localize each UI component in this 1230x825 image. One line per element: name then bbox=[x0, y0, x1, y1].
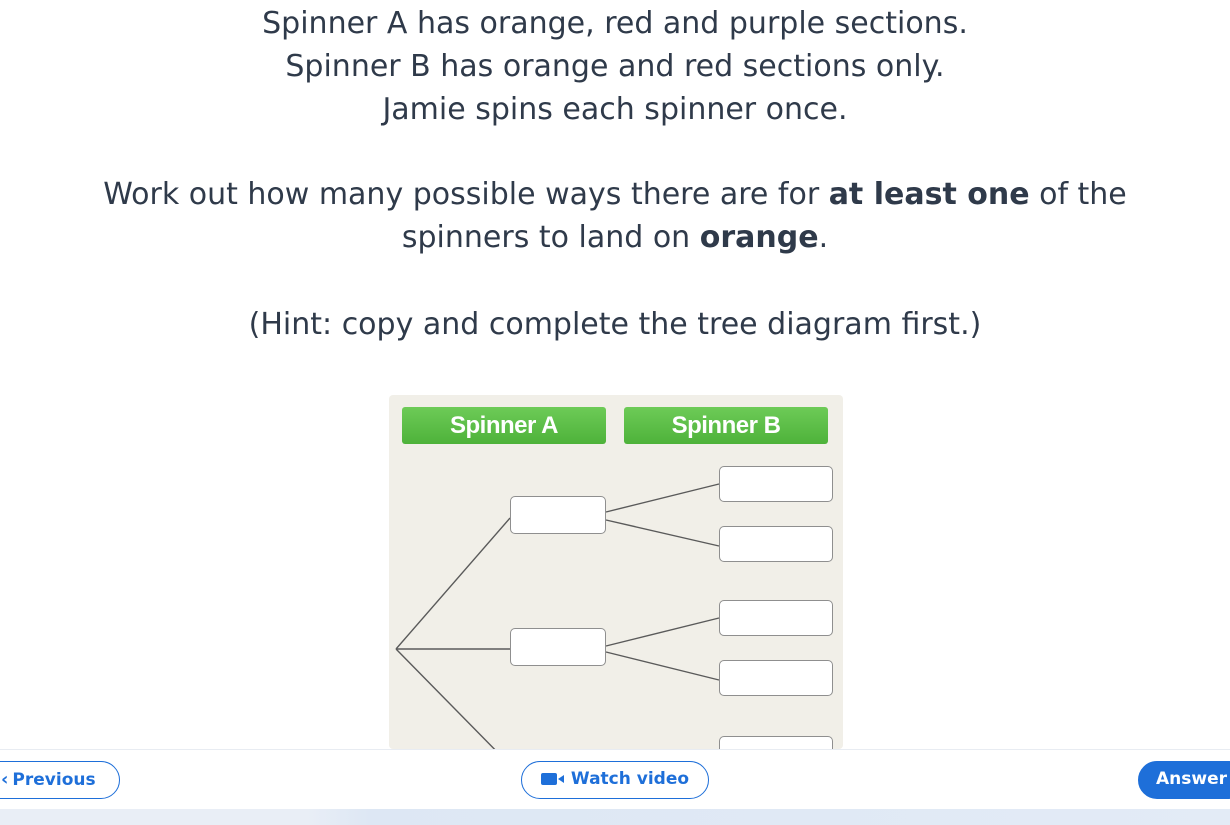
spinner-b-outcome-box bbox=[719, 736, 833, 749]
task-emphasis-at-least-one: at least one bbox=[828, 177, 1030, 212]
spinner-a-outcome-box bbox=[510, 496, 606, 534]
bottom-navigation-bar: ‹Previous Watch video Answer bbox=[0, 749, 1230, 810]
video-camera-icon bbox=[540, 773, 564, 785]
watch-video-label: Watch video bbox=[570, 769, 690, 789]
spinner-b-outcome-box bbox=[719, 466, 833, 502]
spinner-b-outcome-box bbox=[719, 660, 833, 696]
spinner-b-outcome-box bbox=[719, 526, 833, 562]
question-line-spinner-a: Spinner A has orange, red and purple sec… bbox=[262, 6, 968, 41]
previous-label: Previous bbox=[12, 770, 96, 790]
question-hint: (Hint: copy and complete the tree diagra… bbox=[248, 307, 982, 342]
branch-a2-to-b2 bbox=[605, 651, 720, 681]
task-text-1: Work out how many possible ways there ar… bbox=[103, 177, 829, 212]
spinner-b-header: Spinner B bbox=[624, 407, 828, 444]
branch-a1-to-b2 bbox=[605, 519, 720, 547]
task-text-2: of the spinners to land on bbox=[401, 177, 1127, 255]
question-line-spins: Jamie spins each spinner once. bbox=[382, 92, 848, 127]
footer-strip bbox=[0, 809, 1230, 825]
question-line-spinner-b: Spinner B has orange and red sections on… bbox=[285, 49, 945, 84]
question-task: Work out how many possible ways there ar… bbox=[40, 173, 1190, 259]
watch-video-button[interactable]: Watch video bbox=[521, 761, 709, 799]
answer-label: Answer bbox=[1156, 769, 1227, 789]
spinner-a-outcome-box bbox=[510, 628, 606, 666]
branch-a1-to-b1 bbox=[605, 483, 720, 513]
chevron-left-icon: ‹ bbox=[1, 769, 9, 790]
branch-root-to-a3 bbox=[395, 648, 496, 749]
previous-button[interactable]: ‹Previous bbox=[0, 761, 120, 799]
tree-diagram: Spinner A Spinner B bbox=[389, 395, 843, 749]
tree-branches bbox=[395, 483, 720, 749]
spinner-a-header: Spinner A bbox=[402, 407, 606, 444]
task-emphasis-orange: orange bbox=[699, 220, 819, 255]
answer-button[interactable]: Answer bbox=[1138, 761, 1230, 799]
task-text-3: . bbox=[818, 220, 829, 255]
branch-root-to-a1 bbox=[395, 517, 511, 650]
spinner-b-outcome-box bbox=[719, 600, 833, 636]
branch-a2-to-b1 bbox=[605, 617, 720, 647]
